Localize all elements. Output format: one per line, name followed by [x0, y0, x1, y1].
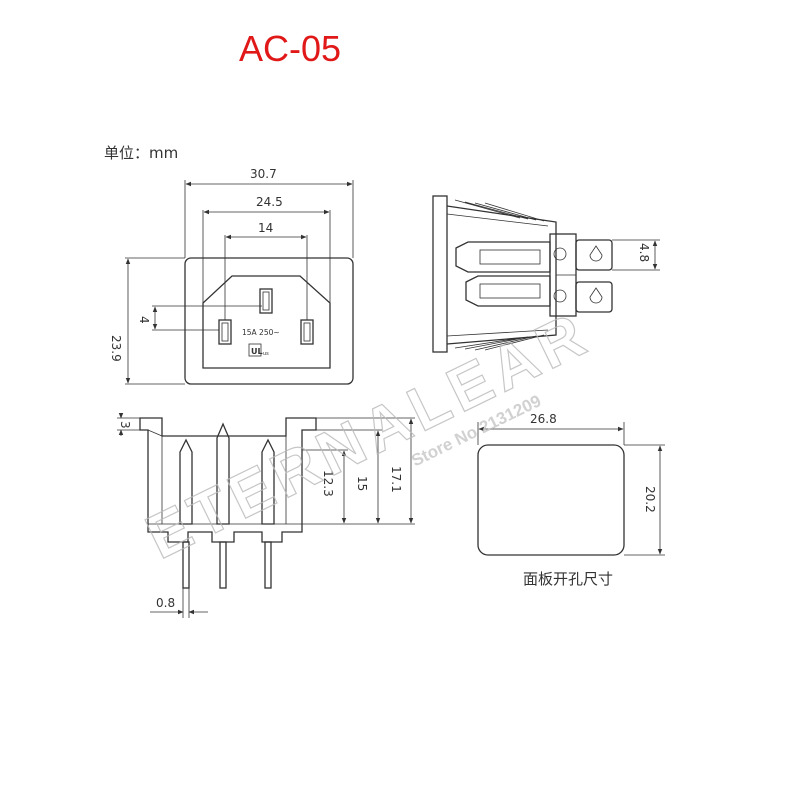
solder-tail-left [182, 541, 190, 589]
dim-overall-width: 30.7 [250, 167, 277, 181]
drawing-title: AC-05 [238, 28, 342, 69]
dim-15: 15 [355, 476, 369, 491]
front-earth-pin [259, 288, 273, 314]
side-lower-terminal-block [465, 275, 551, 307]
section-view: 3 12.3 15 17.1 0.8 [117, 412, 415, 618]
side-upper-terminal-block [455, 241, 551, 273]
side-housing [446, 205, 557, 345]
front-view: 15A 250~ UL us 30.7 24.5 14 23.9 4 [109, 167, 354, 385]
solder-tail-right [264, 541, 272, 589]
dim-pin-thickness: 0.8 [156, 596, 175, 610]
unit-label: 单位：mm [104, 144, 179, 162]
dim-pin-span: 14 [258, 221, 273, 235]
lower-tab-hole-icon [589, 287, 603, 304]
dim-inner-width: 24.5 [256, 195, 283, 209]
side-view: 4.8 [432, 195, 660, 353]
section-pin-left [179, 438, 193, 525]
upper-tab-hole-icon [589, 245, 603, 262]
dim-12-3: 12.3 [321, 470, 335, 497]
front-outer-flange [184, 257, 354, 385]
section-housing [139, 417, 317, 543]
dim-height: 23.9 [109, 335, 123, 362]
section-pin-right [261, 438, 275, 525]
dim-cutout-height: 20.2 [643, 486, 657, 513]
svg-text:UL: UL [251, 347, 263, 356]
cert-logo-icon [248, 343, 262, 357]
panel-cutout-outline [477, 444, 625, 556]
lower-terminal-tab [575, 281, 613, 313]
upper-terminal-tab [575, 239, 613, 271]
svg-text:us: us [263, 351, 269, 357]
dim-cutout-width: 26.8 [530, 412, 557, 426]
front-right-pin [300, 319, 314, 345]
side-front-flange [432, 195, 448, 353]
solder-tail-center [219, 541, 227, 589]
dim-17-1: 17.1 [389, 466, 403, 493]
front-left-pin [218, 319, 232, 345]
panel-cutout-view: 26.8 20.2 [477, 412, 665, 556]
section-pin-center [216, 422, 230, 525]
panel-cutout-caption: 面板开孔尺寸 [522, 570, 613, 588]
dim-terminal-pitch: 4.8 [637, 243, 651, 262]
dim-flange: 3 [118, 421, 132, 429]
rating-text: 15A 250~ [242, 328, 280, 337]
dim-pin-offset: 4 [137, 316, 151, 324]
watermark: ETERNALEAR Store No 2131209 [135, 298, 601, 573]
